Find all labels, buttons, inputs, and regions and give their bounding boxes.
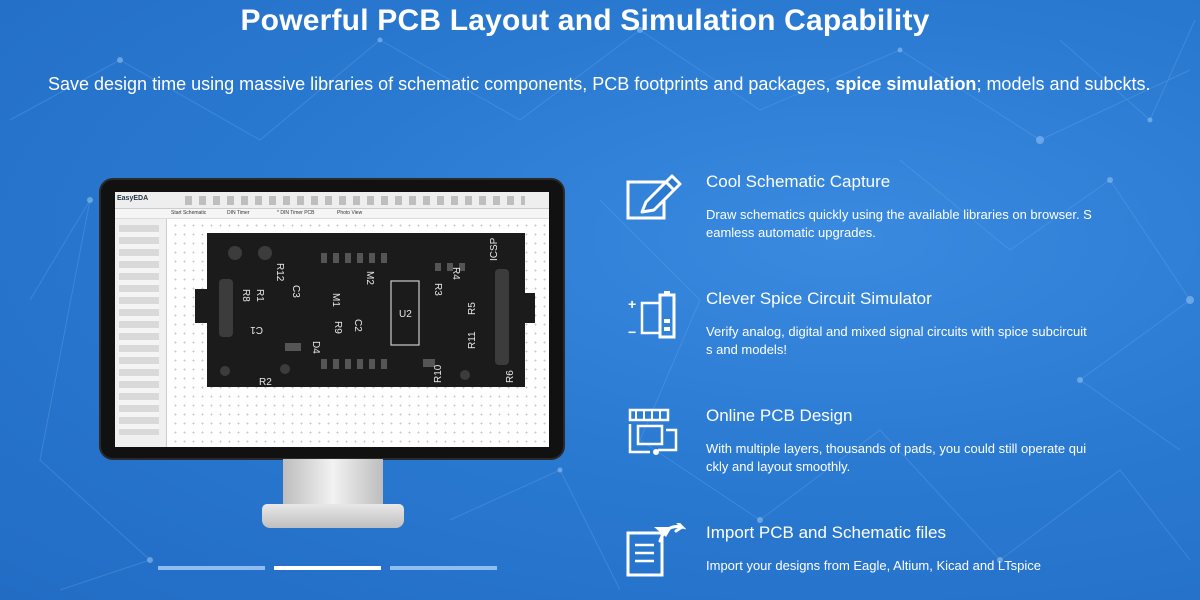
svg-text:−: − xyxy=(628,324,636,340)
svg-text:D4: D4 xyxy=(310,341,321,354)
svg-text:R6: R6 xyxy=(505,370,516,383)
subtitle-text-end: ; models and subckts. xyxy=(976,74,1151,94)
subtitle-text: Save design time using massive libraries… xyxy=(48,74,836,94)
pcb-board-preview: ICSP R12 C3 R1 R8 M1 M2 U2 R3 R4 R5 R11 … xyxy=(195,233,535,387)
feature-title: Online PCB Design xyxy=(706,406,853,425)
editor-tab: Start Schematic xyxy=(171,210,207,216)
editor-toolbar: EasyEDA xyxy=(115,192,549,209)
feature-description: Verify analog, digital and mixed signal … xyxy=(706,324,1087,357)
svg-text:C1: C1 xyxy=(250,324,263,335)
svg-text:M2: M2 xyxy=(364,271,375,285)
toolbar-icons xyxy=(185,196,525,205)
monitor-stand-neck xyxy=(283,459,383,507)
import-document-icon xyxy=(626,523,686,577)
monitor-stand-base xyxy=(262,504,404,528)
subtitle-highlight: spice simulation xyxy=(835,74,977,94)
svg-text:R4: R4 xyxy=(450,267,461,280)
easyeda-logo: EasyEDA xyxy=(117,195,149,202)
svg-text:R8: R8 xyxy=(240,289,251,302)
svg-text:R5: R5 xyxy=(467,302,478,315)
svg-text:+: + xyxy=(628,296,636,312)
pencil-edit-icon xyxy=(626,174,682,220)
pcb-layout-icon xyxy=(628,408,678,455)
svg-text:R3: R3 xyxy=(432,283,443,296)
editor-tab: Photo View xyxy=(337,210,363,216)
svg-text:U2: U2 xyxy=(399,309,412,320)
svg-text:C2: C2 xyxy=(352,319,363,332)
feature-description: Import your designs from Eagle, Altium, … xyxy=(706,558,1042,573)
svg-text:R1: R1 xyxy=(254,289,265,302)
editor-canvas: ICSP R12 C3 R1 R8 M1 M2 U2 R3 R4 R5 R11 … xyxy=(171,221,547,445)
carousel-indicator-active[interactable] xyxy=(274,566,381,570)
editor-library-panel xyxy=(115,219,167,447)
monitor-screen: EasyEDA Start Schematic DIN Timer * DIN … xyxy=(115,192,549,447)
svg-text:R12: R12 xyxy=(274,263,285,282)
feature-description: With multiple layers, thousands of pads,… xyxy=(706,441,1087,474)
feature-title: Clever Spice Circuit Simulator xyxy=(706,289,932,308)
monitor-screenshot: EasyEDA Start Schematic DIN Timer * DIN … xyxy=(99,178,565,460)
editor-tab: DIN Timer xyxy=(227,210,250,216)
page-subtitle: Save design time using massive libraries… xyxy=(48,74,1151,95)
page-title: Powerful PCB Layout and Simulation Capab… xyxy=(240,4,930,37)
editor-tab: * DIN Timer PCB xyxy=(277,210,315,216)
feature-title: Import PCB and Schematic files xyxy=(706,523,946,542)
svg-text:ICSP: ICSP xyxy=(489,237,500,261)
svg-text:R11: R11 xyxy=(467,331,478,349)
carousel-indicator[interactable] xyxy=(158,566,265,570)
feature-title: Cool Schematic Capture xyxy=(706,172,891,191)
editor-tabbar: Start Schematic DIN Timer * DIN Timer PC… xyxy=(115,209,549,219)
svg-text:R9: R9 xyxy=(332,321,343,334)
battery-circuit-icon: + − xyxy=(628,291,676,340)
carousel-indicator[interactable] xyxy=(390,566,497,570)
svg-text:R10: R10 xyxy=(433,364,444,383)
svg-text:C3: C3 xyxy=(290,285,301,298)
svg-text:R2: R2 xyxy=(259,377,272,387)
svg-text:M1: M1 xyxy=(330,293,341,307)
feature-description: Draw schematics quickly using the availa… xyxy=(706,207,1092,240)
